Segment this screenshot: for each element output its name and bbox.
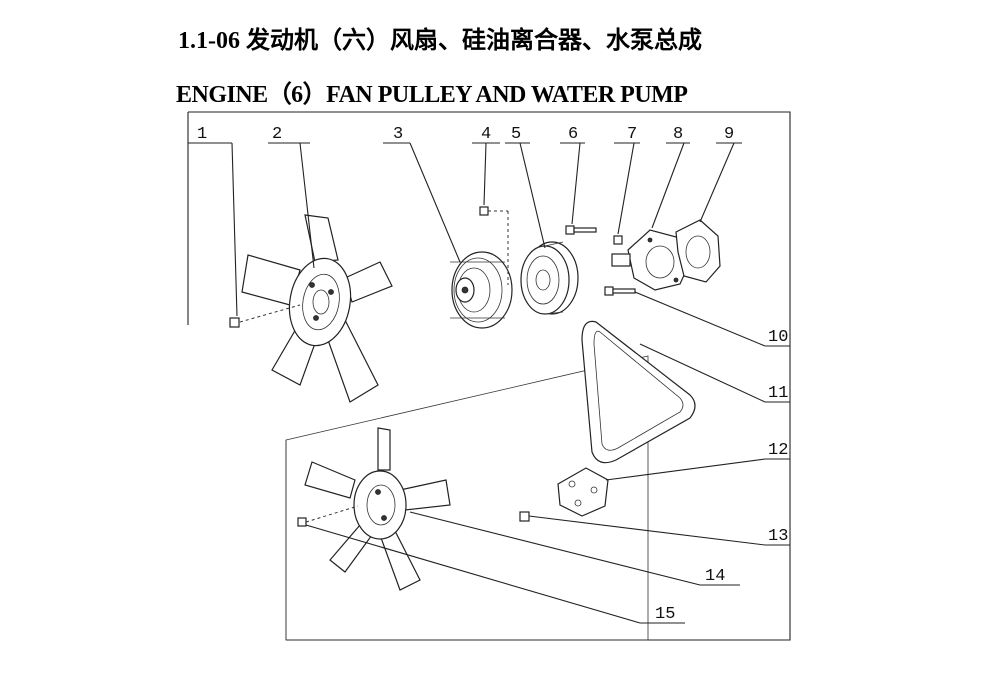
callout-3: 3	[393, 125, 403, 144]
fan-pulley	[520, 241, 579, 315]
bolt-part-6	[565, 225, 597, 235]
bolt-part-10	[604, 286, 636, 296]
callout-2: 2	[272, 125, 282, 144]
callout-1: 1	[197, 125, 207, 144]
callout-4: 4	[481, 125, 491, 144]
nut-part-15	[297, 505, 359, 527]
callout-5: 5	[511, 125, 521, 144]
callout-labels: 1 2 3 4 5 6 7 8 9 10 11 12 13 14 15	[197, 125, 788, 624]
fan-lower	[304, 427, 451, 591]
gasket	[675, 219, 721, 283]
silicone-oil-clutch	[450, 251, 513, 329]
callout-12: 12	[768, 441, 788, 460]
spacer	[557, 467, 609, 517]
callout-7: 7	[627, 125, 637, 144]
title-english: ENGINE（6）FAN PULLEY AND WATER PUMP	[176, 82, 688, 108]
callout-8: 8	[673, 125, 683, 144]
callout-11: 11	[768, 384, 788, 403]
nut-part-4	[479, 206, 509, 285]
fan-upper	[241, 214, 393, 403]
callout-6: 6	[568, 125, 578, 144]
callout-13: 13	[768, 527, 788, 546]
callout-9: 9	[724, 125, 734, 144]
nut-part-13	[519, 511, 530, 522]
callout-14: 14	[705, 567, 725, 586]
leader-lines	[188, 142, 790, 624]
perspective-frame	[187, 111, 791, 641]
nut-part-7	[613, 235, 623, 245]
title-chinese: 1.1-06 发动机（六）风扇、硅油离合器、水泵总成	[178, 28, 702, 54]
water-pump	[611, 229, 691, 291]
v-belt	[581, 320, 696, 464]
callout-10: 10	[768, 328, 788, 347]
nut-part-1	[229, 304, 301, 328]
callout-15: 15	[655, 605, 675, 624]
